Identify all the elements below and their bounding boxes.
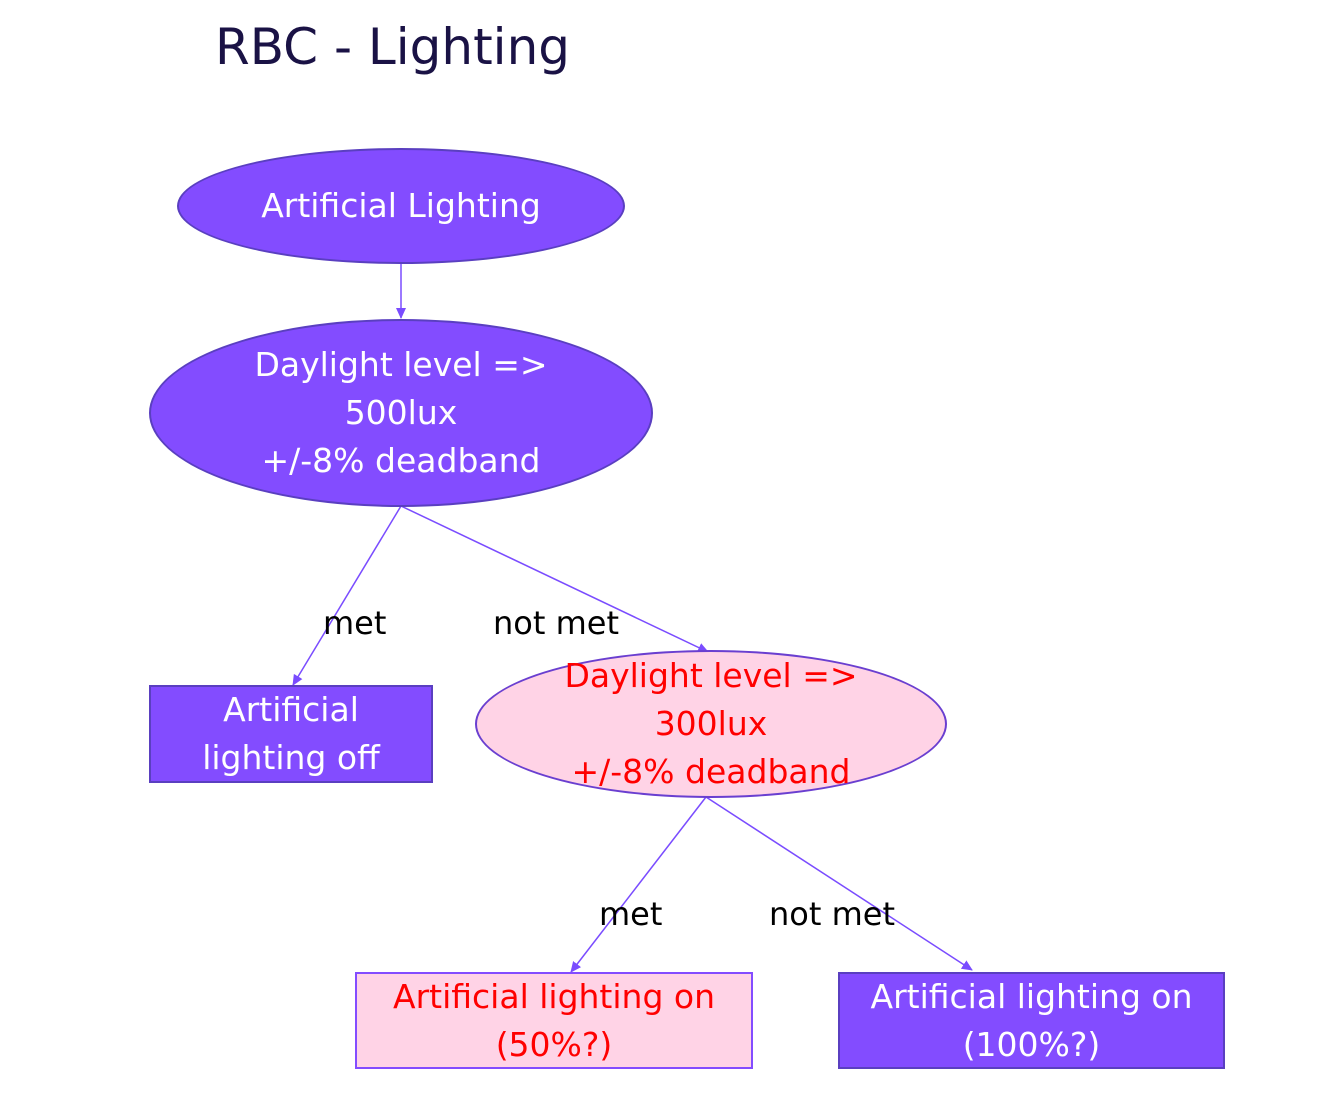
node-artificial-lighting-off: Artificial lighting off (149, 685, 433, 783)
node-artificial-lighting-off-line-2: lighting off (202, 738, 380, 777)
node-daylight-300lux: Daylight level => 300lux +/-8% deadband (475, 650, 947, 798)
node-daylight-500lux-line-1: Daylight level => (254, 345, 548, 384)
node-artificial-lighting-on-100-line-1: Artificial lighting on (870, 976, 1193, 1016)
node-artificial-lighting-on-50: Artificial lighting on (50%?) (355, 972, 753, 1069)
node-artificial-lighting-on-100: Artificial lighting on (100%?) (838, 972, 1225, 1069)
node-artificial-lighting: Artificial Lighting (177, 148, 625, 264)
node-daylight-500lux-line-2: 500lux (344, 393, 458, 432)
node-daylight-300lux-line-3: +/-8% deadband (571, 752, 851, 791)
edge-label-500-met: met (323, 604, 387, 642)
edge-label-300-met: met (599, 895, 663, 933)
node-artificial-lighting-on-100-line-2: (100%?) (962, 1024, 1101, 1064)
connector-check-300-not-met (705, 796, 973, 971)
node-artificial-lighting-off-line-1: Artificial (223, 690, 359, 729)
node-daylight-300lux-line-1: Daylight level => (564, 656, 858, 695)
node-artificial-lighting-on-50-line-1: Artificial lighting on (393, 976, 715, 1016)
edge-label-300-not-met: not met (769, 895, 895, 933)
node-daylight-500lux: Daylight level => 500lux +/-8% deadband (149, 319, 653, 507)
node-artificial-lighting-label: Artificial Lighting (261, 186, 541, 225)
connector-check-500-met (292, 505, 402, 686)
edge-label-500-not-met: not met (493, 604, 619, 642)
node-daylight-300lux-line-2: 300lux (654, 704, 768, 743)
connector-check-300-met (570, 796, 707, 973)
node-artificial-lighting-on-50-line-2: (50%?) (495, 1024, 613, 1064)
diagram-title: RBC - Lighting (215, 18, 571, 76)
connector-check-500-not-met (400, 505, 709, 653)
node-daylight-500lux-line-3: +/-8% deadband (261, 441, 541, 480)
